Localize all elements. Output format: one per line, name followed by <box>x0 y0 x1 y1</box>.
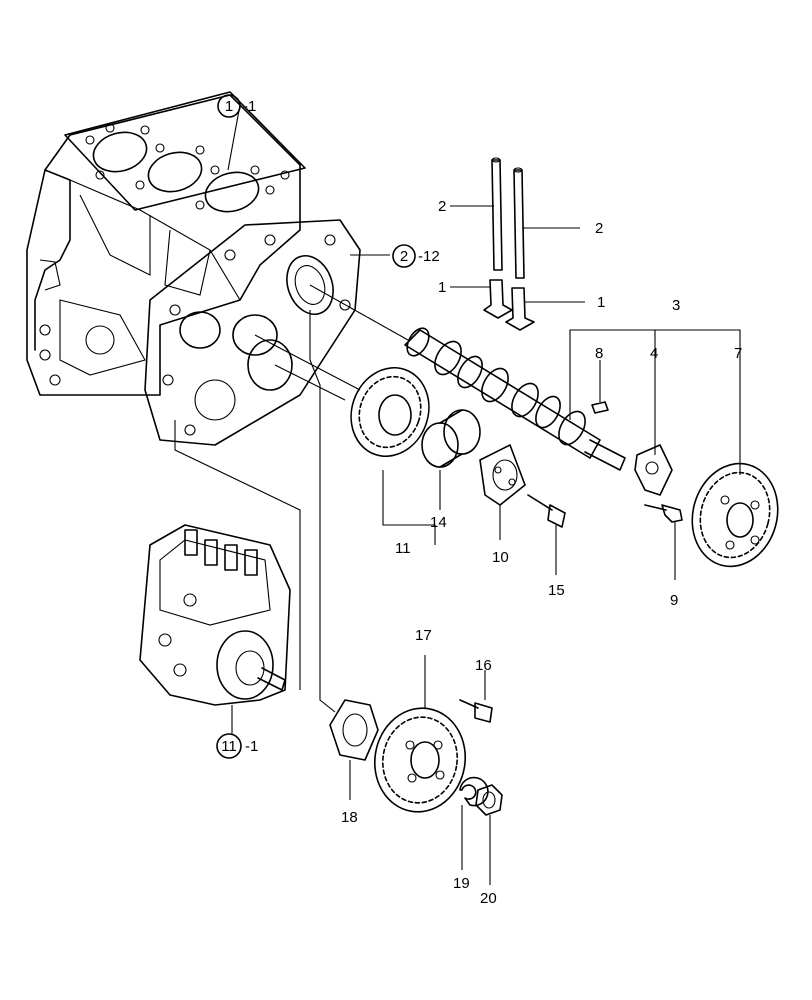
bolt-9 <box>644 504 683 523</box>
nut <box>475 784 503 816</box>
coupling <box>329 699 379 761</box>
cam-gear <box>691 462 779 568</box>
bolt-16 <box>459 699 493 723</box>
gear-case-plate <box>144 219 361 446</box>
key <box>591 401 609 414</box>
label-1-left: 1 <box>438 279 446 296</box>
label-9: 9 <box>670 592 678 609</box>
bolt-15 <box>527 494 566 528</box>
label-4: 4 <box>650 345 658 362</box>
label-20: 20 <box>480 890 497 907</box>
tappets <box>483 279 535 331</box>
callout-11-1: 11 -1 <box>216 733 258 759</box>
label-1-right: 1 <box>597 294 605 311</box>
label-14: 14 <box>430 514 447 531</box>
camshaft <box>404 327 626 471</box>
label-18: 18 <box>341 809 358 826</box>
callout-2-12: 2 -12 <box>392 244 440 268</box>
callout-number: 2 <box>400 248 408 265</box>
idle-shaft <box>479 444 526 506</box>
callout-suffix: -1 <box>245 738 258 755</box>
label-19: 19 <box>453 875 470 892</box>
label-7: 7 <box>734 345 742 362</box>
label-8: 8 <box>595 345 603 362</box>
washer <box>459 776 489 807</box>
part-number-labels: 2 2 1 1 3 4 7 8 9 10 11 14 15 16 17 18 1… <box>341 198 742 907</box>
label-11: 11 <box>395 540 411 557</box>
pump-gear <box>373 707 467 813</box>
head-gasket <box>64 91 306 213</box>
label-16: 16 <box>475 657 492 674</box>
label-2-right: 2 <box>595 220 603 237</box>
label-15: 15 <box>548 582 565 599</box>
engine-block <box>26 94 301 396</box>
callout-number: 1 <box>225 98 233 115</box>
push-rods <box>491 157 525 279</box>
callout-suffix: -12 <box>418 248 440 265</box>
bushing <box>421 409 481 468</box>
callout-suffix: -1 <box>243 98 256 115</box>
label-3: 3 <box>672 297 680 314</box>
callout-1-1: 1 -1 <box>217 94 256 118</box>
label-17: 17 <box>415 627 432 644</box>
label-10: 10 <box>492 549 509 566</box>
callout-number: 11 <box>221 738 237 755</box>
label-2-left: 2 <box>438 198 446 215</box>
leader-lines <box>174 104 741 885</box>
thrust-plate <box>634 444 673 496</box>
injection-pump <box>139 524 291 706</box>
idle-gear <box>350 366 430 458</box>
